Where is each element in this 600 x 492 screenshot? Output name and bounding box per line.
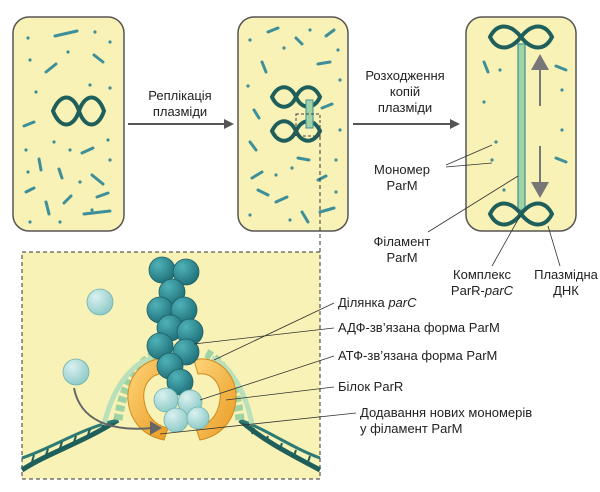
monomer-label-line1: Мономер xyxy=(374,162,430,177)
free-monomer-2 xyxy=(62,358,90,386)
atp-form-label: АТФ-зв’язана форма ParM xyxy=(338,348,497,363)
step-arrow-replication: Реплікація плазміди xyxy=(128,88,234,129)
inset-panel xyxy=(20,251,322,480)
replication-label-line2: плазміди xyxy=(153,104,207,119)
adding-monomers-label-line2: у філамент ParM xyxy=(360,421,462,436)
plasmid-dna-callout: Плазмідна ДНК xyxy=(534,225,599,298)
cell-1-plasmid xyxy=(50,95,107,127)
cell-2-filaments xyxy=(248,26,336,224)
parr-protein-label: Білок ParR xyxy=(338,379,403,394)
segregation-label-line2: копій xyxy=(390,84,420,99)
cell-3-monomers xyxy=(482,68,564,192)
cell-3-parm-filament xyxy=(517,43,526,211)
adding-monomers-label-line1: Додавання нових мономерів xyxy=(360,405,532,420)
arrow-down-icon xyxy=(531,182,549,198)
replication-label-line1: Реплікація xyxy=(148,88,211,103)
zoom-region-box xyxy=(295,113,321,137)
cell-3-plasmids xyxy=(487,24,555,227)
complex-label-line2: ParR-parC xyxy=(451,283,514,298)
parm-atp-monomers xyxy=(153,387,210,433)
filament-label-line2: ParM xyxy=(386,250,417,265)
segregation-label-line3: плазміди xyxy=(378,100,432,115)
adding-arrow-head-icon xyxy=(150,421,162,435)
complex-callout: Комплекс ParR-parC xyxy=(451,215,521,298)
cell-1 xyxy=(12,16,125,232)
cell-1-filaments xyxy=(22,29,112,216)
cell-3 xyxy=(465,16,577,232)
free-monomer-1 xyxy=(86,288,114,316)
cell-1-monomers xyxy=(24,30,112,224)
cell-2 xyxy=(237,16,349,232)
cell-3-push-arrows xyxy=(531,54,549,198)
step-arrow-segregation: Розходження копій плазміди xyxy=(353,68,460,129)
cell-2-monomers xyxy=(246,28,342,222)
monomer-label-line2: ParM xyxy=(386,178,417,193)
complex-label-line1: Комплекс xyxy=(453,267,511,282)
adp-form-label: АДФ-зв’язана форма ParM xyxy=(338,320,500,335)
parr-protein-right xyxy=(193,358,237,441)
parm-filament-adp xyxy=(146,256,204,396)
inset-callouts: Ділянка parC АДФ-зв’язана форма ParM АТФ… xyxy=(159,295,532,436)
adding-arrow xyxy=(73,387,153,430)
monomer-callout: Мономер ParM xyxy=(374,144,493,193)
segregation-label-line1: Розходження xyxy=(365,68,444,83)
cell-3-filaments xyxy=(482,60,568,164)
arrow-up-icon xyxy=(531,54,549,70)
parc-site-label: Ділянка parC xyxy=(338,295,417,310)
parr-protein-left xyxy=(127,358,171,441)
plasmid-dna-label-line2: ДНК xyxy=(553,283,579,298)
filament-label-line1: Філамент xyxy=(374,234,431,249)
filament-callout: Філамент ParM xyxy=(374,175,519,265)
plasmid-dna-label-line1: Плазмідна xyxy=(534,267,599,282)
inset-dna-right xyxy=(238,418,322,473)
